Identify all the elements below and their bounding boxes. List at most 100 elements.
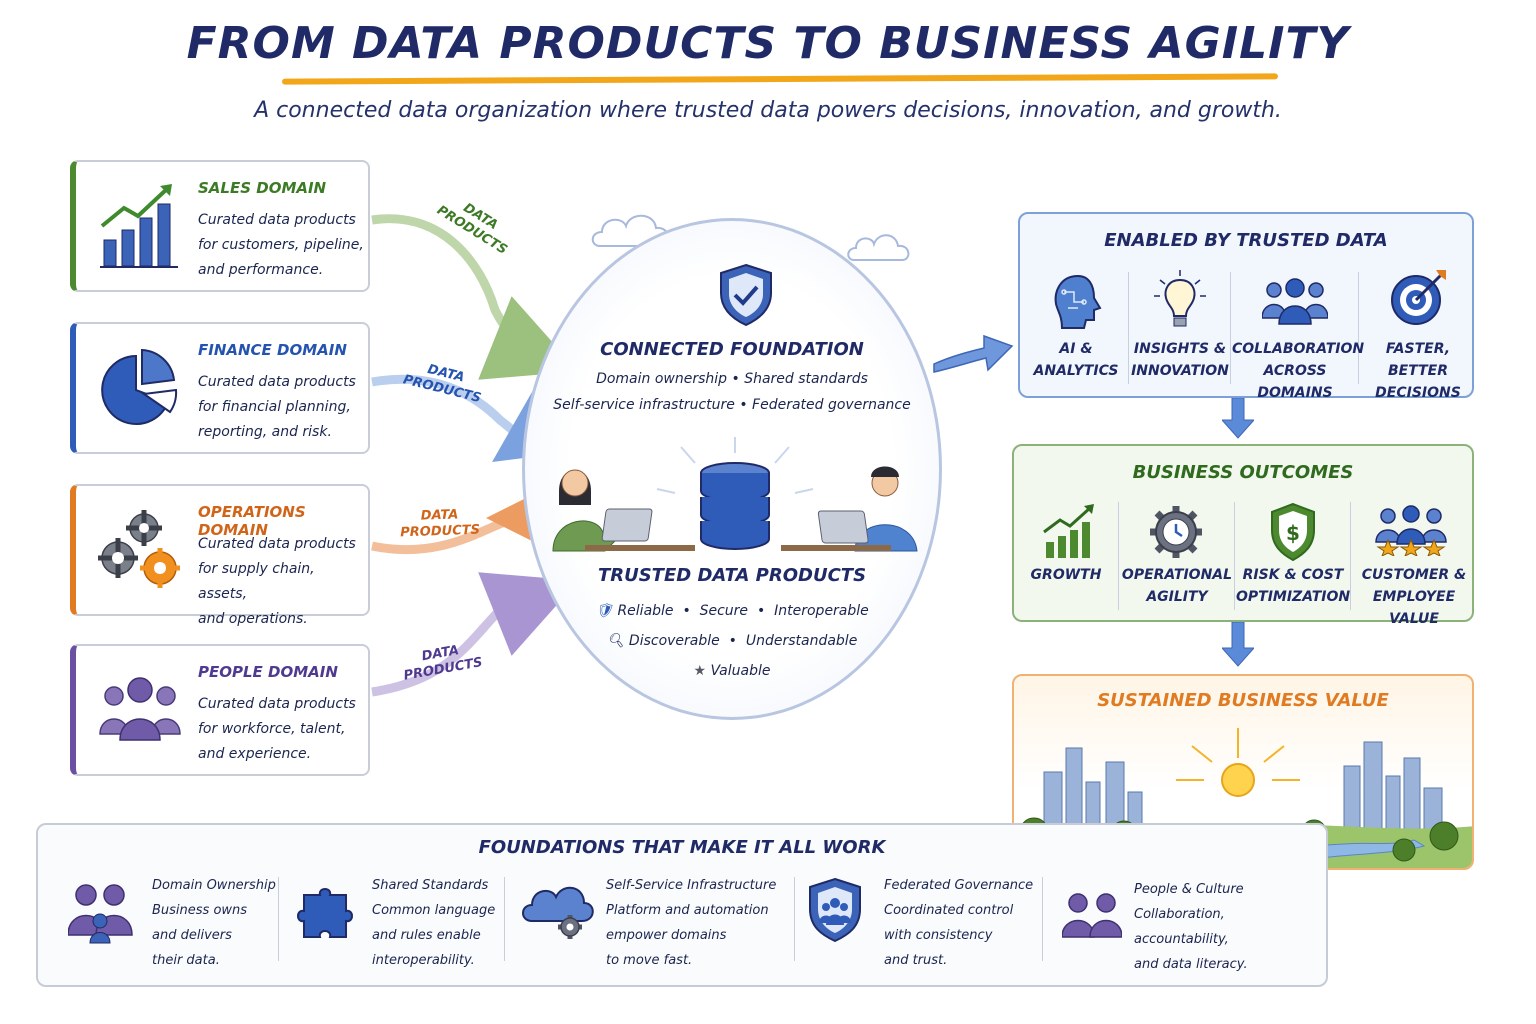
foundation-line: Coordinated control [884,903,1014,918]
people-line-1: Curated data products [198,696,356,712]
separator [504,877,505,961]
separator [1230,272,1231,384]
foundation-federated-governance: Federated Governance Coordinated control… [806,873,1046,977]
foundation-line: and trust. [884,953,948,968]
finance-line-3: reporting, and risk. [198,424,332,440]
magnifier-icon: 🔍︎ [606,633,625,649]
attr-valuable: Valuable [710,663,771,679]
foundation-line: their data. [152,953,220,968]
shared-standards-text: Shared Standards Common language and rul… [372,873,495,973]
dollar-shield-icon: $ [1271,502,1315,562]
separator [1042,877,1043,961]
sales-line-1: Curated data products [198,212,356,228]
label-line: FASTER, BETTER [1385,341,1451,379]
right-flow-arrow [933,334,1014,373]
sustained-title: SUSTAINED BUSINESS VALUE [1097,690,1389,711]
people-domain-title: PEOPLE DOMAIN [198,663,338,681]
separator [1358,272,1359,384]
connected-foundation-title: CONNECTED FOUNDATION [600,339,864,360]
people-flow-arrow [371,572,560,697]
sales-line-2: for customers, pipeline, [198,237,364,253]
foundation-domain-ownership: Domain Ownership Business owns and deliv… [68,873,298,977]
separator [1234,502,1235,610]
ai-analytics-label: AI & ANALYTICS [1026,338,1126,382]
operations-line-2: for supply chain, assets, [198,561,315,602]
domain-ownership-heading: Domain Ownership [152,878,276,893]
page-subtitle: A connected data organization where trus… [254,98,1282,123]
trusted-data-products-title: TRUSTED DATA PRODUCTS [597,565,867,586]
customer-employee-label: CUSTOMER & EMPLOYEE VALUE [1352,564,1476,630]
finance-line-1: Curated data products [198,374,356,390]
foundation-shared-standards: Shared Standards Common language and rul… [294,873,520,977]
people-line-2: for workforce, talent, [198,721,346,737]
team-icon [1262,278,1328,325]
label-line: EMPLOYEE VALUE [1372,589,1456,627]
people-culture-heading: People & Culture [1134,882,1244,897]
label-line: DECISIONS [1375,385,1461,401]
attr-reliable: Reliable [617,603,674,619]
down-arrow-icon [1222,398,1254,439]
shield-small-icon: 🛡 [595,603,613,619]
sales-line-3: and performance. [198,262,324,278]
sales-domain-description: Curated data products for customers, pip… [198,208,368,283]
foundation-line: and rules enable [372,928,481,943]
sales-flow-arrow [371,214,560,380]
target-icon [1391,270,1446,325]
owners-icon [68,884,133,944]
people-domain-description: Curated data products for workforce, tal… [198,692,368,767]
ai-head-icon [1054,274,1102,329]
self-service-text: Self-Service Infrastructure Platform and… [606,873,776,973]
people-group-icon [99,677,181,741]
star-icon: ★ [693,663,707,679]
operations-line-1: Curated data products [198,536,356,552]
business-outcomes-box: BUSINESS OUTCOMES GROWTH OPERATIONAL AGI… [1012,444,1474,627]
attr-interoperable: Interoperable [774,603,869,619]
attr-secure: Secure [699,603,749,619]
outcomes-title: BUSINESS OUTCOMES [1132,462,1354,483]
foundation-line-2: Self-service infrastructure • Federated … [553,397,911,413]
label-line: CUSTOMER & [1361,567,1467,583]
foundation-line: Collaboration, [1134,907,1225,922]
people-stars-icon [1375,505,1447,556]
data-collaboration-illustration [552,437,918,552]
faster-decisions-label: FASTER, BETTER DECISIONS [1360,338,1476,404]
foundation-line: accountability, [1134,932,1229,947]
operations-line-3: and operations. [198,611,308,627]
finance-domain-title: FINANCE DOMAIN [198,341,347,359]
label-line: OPTIMIZATION [1236,589,1351,605]
flow-arrows [371,214,560,697]
attributes-row-1: 🛡 Reliable • Secure • Interoperable [595,603,869,619]
database-icon [700,462,770,550]
label-line: AI & [1059,341,1093,357]
finance-domain-description: Curated data products for financial plan… [198,370,368,445]
attr-discoverable: Discoverable [628,633,720,649]
governance-shield-icon [809,877,861,943]
foundations-box: FOUNDATIONS THAT MAKE IT ALL WORK Domain… [36,823,1328,987]
label-line: COLLABORATION [1232,341,1365,357]
growth-chart-icon [1043,504,1094,558]
domain-ownership-text: Domain Ownership Business owns and deliv… [152,873,276,973]
operations-flow-label: DATA PRODUCTS [399,507,480,542]
foundation-line: Business owns [152,903,248,918]
flow-label-line2: PRODUCTS [400,522,481,541]
label-line: AGILITY [1146,589,1208,605]
foundation-line: Common language [372,903,496,918]
separator [794,877,795,961]
finance-flow-arrow [371,374,560,463]
foundation-line-1: Domain ownership • Shared standards [596,371,868,387]
self-service-heading: Self-Service Infrastructure [606,878,777,893]
insights-innovation-label: INSIGHTS & INNOVATION [1130,338,1230,382]
foundation-line: and delivers [152,928,232,943]
foundation-line: to move fast. [606,953,693,968]
label-line: INNOVATION [1131,363,1229,379]
sales-domain-card: SALES DOMAIN Curated data products for c… [70,160,370,292]
risk-cost-label: RISK & COST OPTIMIZATION [1236,564,1350,608]
cloud-gear-icon [522,887,594,939]
separator [1350,502,1351,610]
foundation-line: with consistency [884,928,993,943]
gear-clock-icon [1150,506,1202,558]
foundation-line: and data literacy. [1134,957,1248,972]
gears-icon [98,510,180,588]
foundation-line: empower domains [606,928,727,943]
operational-agility-label: OPERATIONAL AGILITY [1120,564,1234,608]
